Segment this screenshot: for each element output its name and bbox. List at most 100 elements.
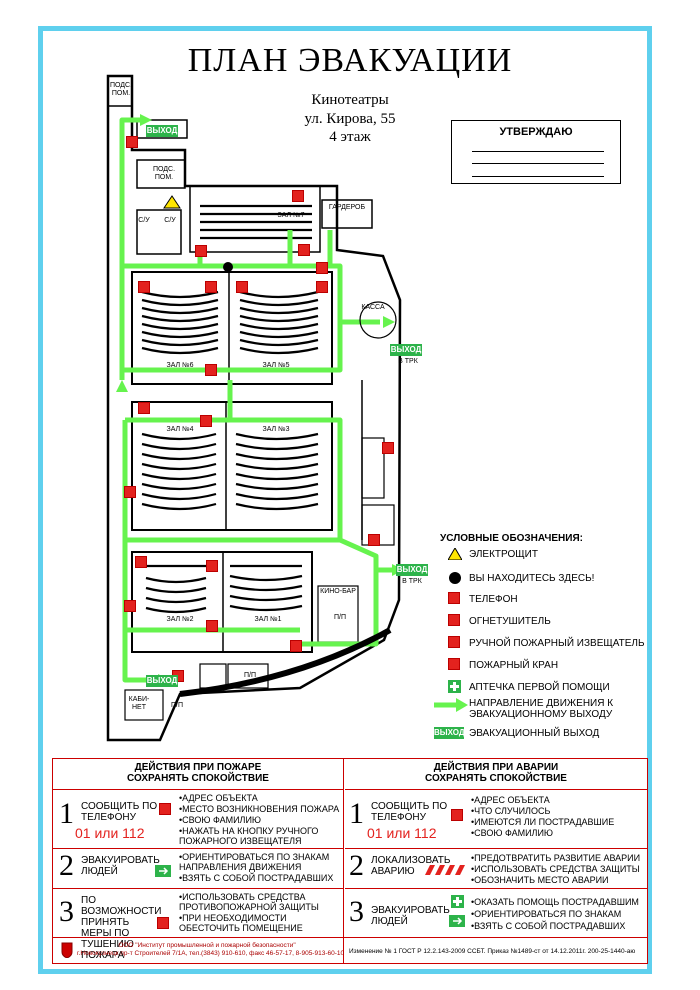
fire-heading: ДЕЙСТВИЯ ПРИ ПОЖАРЕ [134, 762, 262, 773]
room-label: ЗАЛ №4 [166, 426, 194, 433]
fire-detector-icon [138, 402, 150, 414]
step-number: 3 [59, 895, 74, 928]
actions-table: ДЕЙСТВИЯ ПРИ ПОЖАРЕ СОХРАНЯТЬ СПОКОЙСТВИ… [52, 758, 648, 964]
telephone-icon [451, 809, 463, 821]
room-label: ЗАЛ №1 [254, 616, 282, 623]
hazard-stripe-icon [425, 865, 467, 875]
room-label: ЗАЛ №3 [262, 426, 290, 433]
bullet: •АДРЕС ОБЪЕКТА [471, 795, 550, 805]
bullet: •ВЗЯТЬ С СОБОЙ ПОСТРАДАВШИХ [471, 921, 626, 931]
evac-exit-sign: ВЫХОД [396, 564, 428, 576]
first-aid-icon [451, 895, 464, 908]
telephone-icon [159, 803, 171, 815]
emblem-icon [61, 942, 73, 958]
room-label: ЗАЛ №2 [166, 616, 194, 623]
extinguisher-icon [205, 364, 217, 376]
fire-detector-icon [206, 560, 218, 572]
room-label: КИНО-БАР [320, 588, 356, 595]
subtitle-line2: ул. Кирова, 55 [304, 111, 396, 127]
bullet: •ПРЕДОТВРАТИТЬ РАЗВИТИЕ АВАРИИ [471, 853, 641, 863]
fire-hydrant-icon [124, 486, 136, 498]
step-text: ЛОКАЛИЗОВАТЬ АВАРИЮ [371, 855, 451, 877]
bullet: •МЕСТО ВОЗНИКНОВЕНИЯ ПОЖАРА [179, 804, 340, 814]
bullet: •СВОЮ ФАМИЛИЮ [179, 815, 262, 825]
signature-line [472, 163, 604, 164]
room-label: П/П [170, 702, 183, 709]
bullet: •ОРИЕНТИРОВАТЬСЯ ПО ЗНАКАМ НАПРАВЛЕНИЯ Д… [179, 852, 330, 872]
approval-heading: УТВЕРЖДАЮ [499, 126, 573, 138]
floor-plan [106, 74, 404, 742]
bullet: •ИМЕЮТСЯ ЛИ ПОСТРАДАВШИЕ [471, 817, 615, 827]
subtitle-line1: Кинотеатры [311, 92, 389, 108]
signature-line [472, 151, 604, 152]
room-label: С/У [164, 217, 176, 224]
room-label: С/У [138, 217, 150, 224]
exit-icon [449, 915, 465, 927]
extinguisher-icon [448, 614, 460, 626]
standard-reference: Изменение № 1 ГОСТ Р 12.2.143-2009 ССБТ.… [349, 948, 636, 955]
fire-detector-icon [448, 636, 460, 648]
accident-subheading: СОХРАНЯТЬ СПОКОЙСТВИЕ [425, 773, 567, 784]
fire-detector-icon [290, 640, 302, 652]
room-label: ГАРДЕРОБ [328, 204, 366, 211]
fire-detector-icon [236, 281, 248, 293]
fire-hydrant-icon [316, 262, 328, 274]
fire-detector-icon [205, 281, 217, 293]
evac-direction-arrow-icon [434, 698, 468, 712]
bullet: •АДРЕС ОБЪЕКТА [179, 793, 258, 803]
bullet: •ОКАЗАТЬ ПОМОЩЬ ПОСТРАДАВШИМ [471, 897, 639, 907]
exit-icon [155, 865, 171, 877]
extinguisher-icon [382, 442, 394, 454]
legend-item: АПТЕЧКА ПЕРВОЙ ПОМОЩИ [469, 682, 610, 693]
fire-subheading: СОХРАНЯТЬ СПОКОЙСТВИЕ [127, 773, 269, 784]
emergency-phone: 01 или 112 [75, 825, 145, 841]
fire-detector-icon [138, 281, 150, 293]
signature-line [472, 176, 604, 177]
bullet: •ОБОЗНАЧИТЬ МЕСТО АВАРИИ [471, 875, 609, 885]
direction-label: В ТРК [398, 358, 418, 365]
bullet: •ИСПОЛЬЗОВАТЬ СРЕДСТВА ПРОТИВОПОЖАРНОЙ З… [179, 892, 319, 912]
bullet: •НАЖАТЬ НА КНОПКУ РУЧНОГО ПОЖАРНОГО ИЗВЕ… [179, 826, 319, 846]
extinguisher-icon [200, 415, 212, 427]
step-text: ЭВАКУИРОВАТЬ ЛЮДЕЙ [81, 855, 160, 877]
step-text: ЭВАКУИРОВАТЬ ЛЮДЕЙ [371, 905, 450, 927]
extinguisher-icon [292, 190, 304, 202]
room-label: ПОДС. ПОМ. [109, 82, 133, 97]
page-title: ПЛАН ЭВАКУАЦИИ [187, 42, 513, 79]
step-text: СООБЩИТЬ ПО ТЕЛЕФОНУ [81, 801, 158, 823]
legend-item: ОГНЕТУШИТЕЛЬ [469, 616, 551, 627]
bullet: •ИСПОЛЬЗОВАТЬ СРЕДСТВА ЗАЩИТЫ [471, 864, 640, 874]
org-name: ООО "Институт промышленной и пожарной бе… [118, 942, 296, 949]
bullet: •ЧТО СЛУЧИЛОСЬ [471, 806, 551, 816]
fire-actions: ДЕЙСТВИЯ ПРИ ПОЖАРЕ СОХРАНЯТЬ СПОКОЙСТВИ… [53, 759, 343, 963]
bullet: •ПРИ НЕОБХОДИМОСТИ ОБЕСТОЧИТЬ ПОМЕЩЕНИЕ [179, 913, 303, 933]
approval-box: УТВЕРЖДАЮ [451, 120, 621, 184]
first-aid-icon [448, 680, 461, 693]
fire-hydrant-icon [368, 534, 380, 546]
room-label: ЗАЛ №5 [262, 362, 290, 369]
emergency-phone: 01 или 112 [367, 825, 437, 841]
accident-heading: ДЕЙСТВИЯ ПРИ АВАРИИ [433, 762, 559, 773]
step-number: 2 [59, 849, 74, 882]
evac-exit-sign: ВЫХОД [146, 125, 178, 137]
room-label: КАССА [361, 304, 385, 311]
evac-exit-sign: ВЫХОД [434, 727, 465, 739]
fire-detector-icon [316, 281, 328, 293]
direction-label: В ТРК [402, 578, 422, 585]
legend-title: УСЛОВНЫЕ ОБОЗНАЧЕНИЯ: [440, 533, 583, 544]
room-label: ПОДС. ПОМ. [152, 166, 176, 181]
step-number: 1 [59, 797, 74, 830]
electric-panel-icon [448, 548, 462, 560]
legend-item: НАПРАВЛЕНИЕ ДВИЖЕНИЯ К ЭВАКУАЦИОННОМУ ВЫ… [469, 698, 614, 720]
legend-item: РУЧНОЙ ПОЖАРНЫЙ ИЗВЕЩАТЕЛЬ [469, 638, 645, 649]
extinguisher-icon [206, 620, 218, 632]
bullet: •СВОЮ ФАМИЛИЮ [471, 828, 554, 838]
room-label: П/П [243, 672, 256, 679]
legend-item: ТЕЛЕФОН [469, 594, 518, 605]
step-text: СООБЩИТЬ ПО ТЕЛЕФОНУ [371, 801, 448, 823]
fire-detector-icon [195, 245, 207, 257]
legend-item: ПОЖАРНЫЙ КРАН [469, 660, 559, 671]
bullet: •ВЗЯТЬ С СОБОЙ ПОСТРАДАВШИХ [179, 873, 334, 883]
legend-item: ЭЛЕКТРОЩИТ [469, 549, 538, 560]
fire-hydrant-icon [124, 600, 136, 612]
